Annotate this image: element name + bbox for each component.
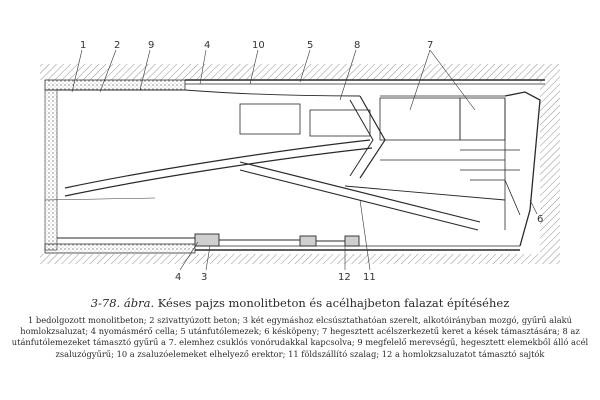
legend-text: szivattyúzott beton;	[157, 315, 241, 325]
legend-text: bedolgozott monolitbeton;	[35, 315, 147, 325]
legend-number: 8	[562, 326, 568, 337]
legend-text: földszállító szalag;	[301, 348, 380, 359]
callout-11: 11	[363, 272, 376, 283]
legend-text: nyomásmérő cella;	[98, 326, 178, 337]
figure-word: ábra.	[123, 296, 155, 310]
legend-number: 9	[357, 337, 363, 348]
legend-number: 12	[381, 348, 393, 359]
callout-6: 6	[537, 214, 543, 225]
legend-number: 6	[264, 326, 270, 337]
shield-shell	[57, 79, 545, 251]
shield-cross-section-drawing: 1 2 9 4 10 5 8 7 6 4 3 12 11	[40, 40, 560, 283]
callout-4-bottom: 4	[175, 272, 181, 283]
callout-9: 9	[148, 40, 154, 51]
legend-text: a zsaluzóelemeket elhelyező erektor;	[129, 348, 286, 359]
legend-number: 2	[149, 315, 155, 325]
callout-4-top: 4	[204, 40, 210, 51]
figure-caption: 3-78. ábra. Késes pajzs monolitbeton és …	[8, 296, 592, 360]
legend-text: az utánfutólemezeket támasztó gyűrű a 7.…	[11, 326, 580, 348]
legend-number: 3	[242, 315, 249, 325]
callout-1: 1	[80, 40, 86, 51]
callout-2: 2	[114, 40, 120, 51]
callout-3: 3	[201, 272, 207, 283]
legend-number: 1	[27, 315, 34, 325]
soil-hatching	[40, 64, 560, 264]
legend-text: késköpeny;	[272, 326, 320, 337]
figure-title-text: Késes pajzs monolitbeton és acélhajbeton…	[157, 296, 510, 310]
figure-number: 3-78.	[90, 296, 121, 310]
callout-labels: 1 2 9 4 10 5 8 7 6 4 3 12 11	[80, 40, 543, 283]
legend-text: két egymáshoz elcsúsztathatóan szerelt, …	[20, 315, 573, 337]
callout-5: 5	[307, 40, 313, 51]
concrete-lining	[44, 79, 196, 254]
legend-number: 11	[288, 348, 299, 359]
legend-number: 4	[90, 326, 97, 337]
legend-text: utánfutólemezek;	[188, 326, 262, 337]
legend-text: a homlokzsaluzatot támasztó sajtók	[394, 348, 545, 359]
legend-number: 7	[322, 326, 328, 337]
legend-number: 5	[180, 326, 186, 337]
legend-text: hegesztett acélszerkezetű keret a kések …	[329, 326, 560, 337]
figure-legend: 1 bedolgozott monolitbeton; 2 szivattyúz…	[8, 315, 592, 360]
legend-number: 10	[116, 348, 128, 359]
figure-title: 3-78. ábra. Késes pajzs monolitbeton és …	[8, 296, 592, 311]
callout-12: 12	[338, 272, 351, 283]
legend-text: megfelelő merevségű, hegesztett elemekbő…	[55, 337, 589, 359]
conveyor-boom	[64, 89, 506, 231]
callout-7: 7	[427, 40, 433, 51]
support-jacks	[194, 233, 360, 247]
callout-8: 8	[354, 40, 360, 51]
callout-leaders	[71, 49, 538, 271]
callout-10: 10	[252, 40, 265, 51]
